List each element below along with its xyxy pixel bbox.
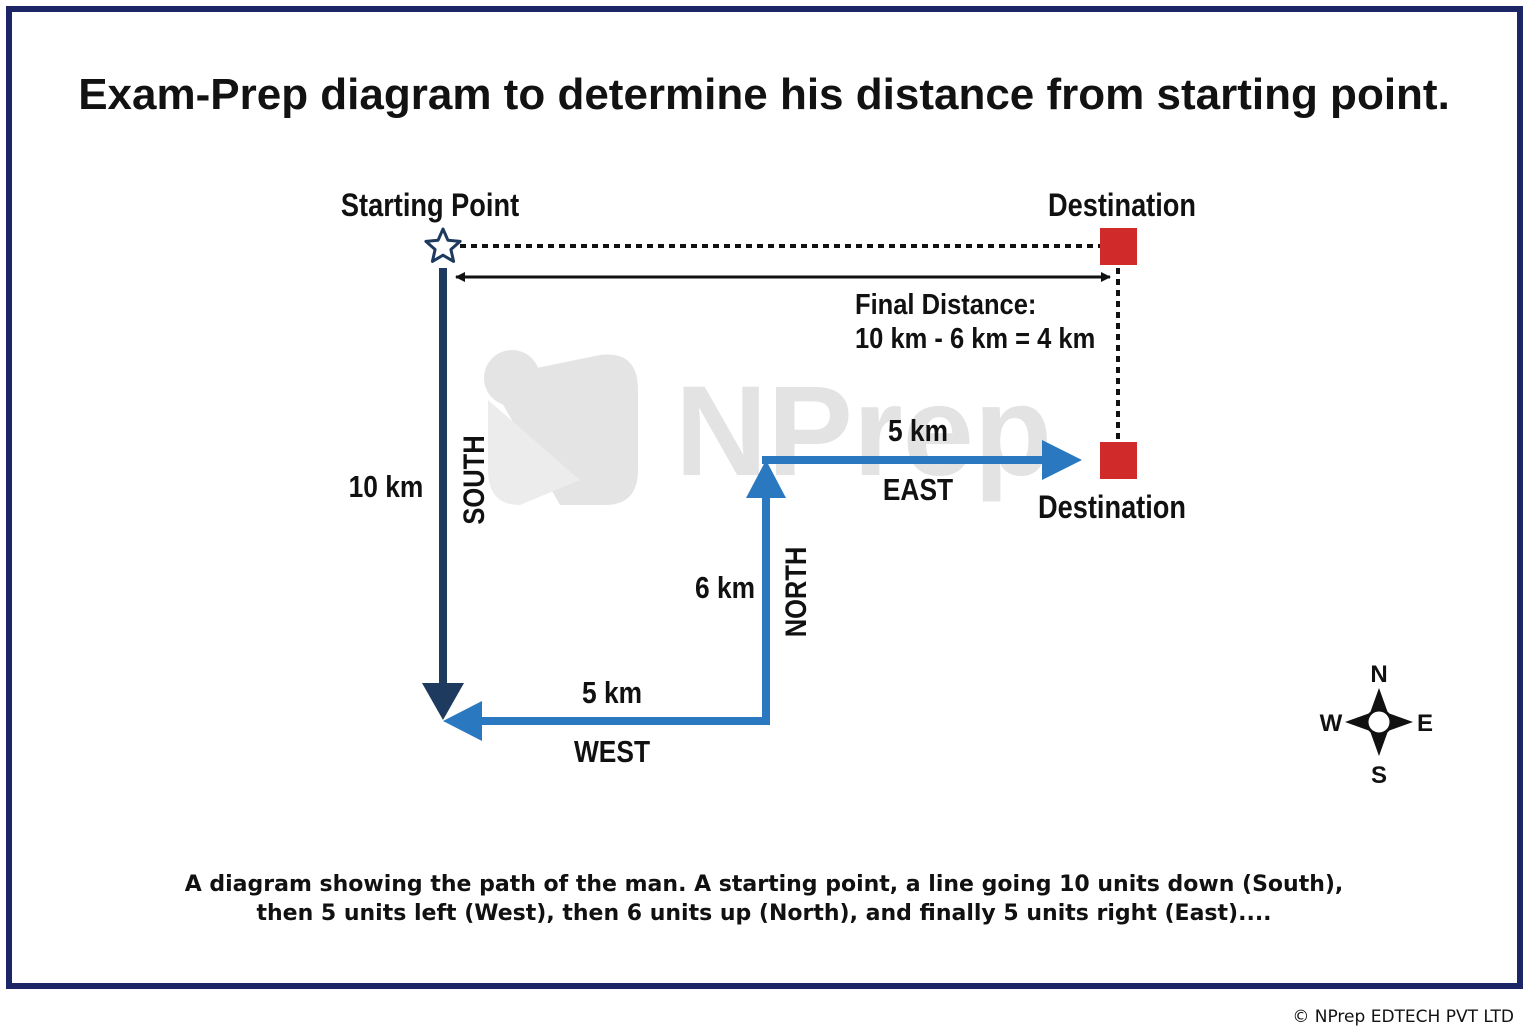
destination-bottom-label: Destination <box>1038 490 1186 526</box>
watermark-text: NPrep <box>675 360 1052 503</box>
compass-east-label: E <box>1417 710 1433 737</box>
west-distance-label: 5 km <box>582 676 642 710</box>
south-arrowhead <box>422 683 464 720</box>
north-distance-label: 6 km <box>695 571 755 605</box>
compass-south-label: S <box>1371 762 1387 789</box>
starting-point-star-icon <box>424 227 462 263</box>
west-arrowhead <box>443 701 482 741</box>
south-distance-label: 10 km <box>349 470 424 504</box>
final-distance-formula: 10 km - 6 km = 4 km <box>855 321 1095 354</box>
diagram-title: Exam-Prep diagram to determine his dista… <box>78 70 1450 119</box>
east-distance-label: 5 km <box>888 414 948 448</box>
destination-bottom-marker <box>1100 442 1137 479</box>
starting-point-label: Starting Point <box>341 188 519 224</box>
east-direction-label: EAST <box>883 473 954 507</box>
diagram-caption: A diagram showing the path of the man. A… <box>0 870 1528 928</box>
copyright-notice: © NPrep EDTECH PVT LTD <box>1292 1007 1514 1027</box>
destination-top-label: Destination <box>1048 188 1196 224</box>
compass-rose-icon: N S W E <box>1320 661 1433 789</box>
south-direction-label: SOUTH <box>457 435 490 524</box>
north-direction-label: NORTH <box>779 547 812 638</box>
caption-line-2: then 5 units left (West), then 6 units u… <box>256 901 1272 926</box>
watermark-logo: NPrep <box>484 350 1052 505</box>
compass-north-label: N <box>1370 661 1387 688</box>
east-arrowhead <box>1042 440 1082 480</box>
destination-top-marker <box>1100 228 1137 265</box>
caption-line-1: A diagram showing the path of the man. A… <box>184 872 1344 897</box>
west-direction-label: WEST <box>574 735 650 769</box>
north-arrowhead <box>746 460 786 498</box>
final-distance-title: Final Distance: <box>855 287 1036 320</box>
compass-west-label: W <box>1320 710 1343 737</box>
